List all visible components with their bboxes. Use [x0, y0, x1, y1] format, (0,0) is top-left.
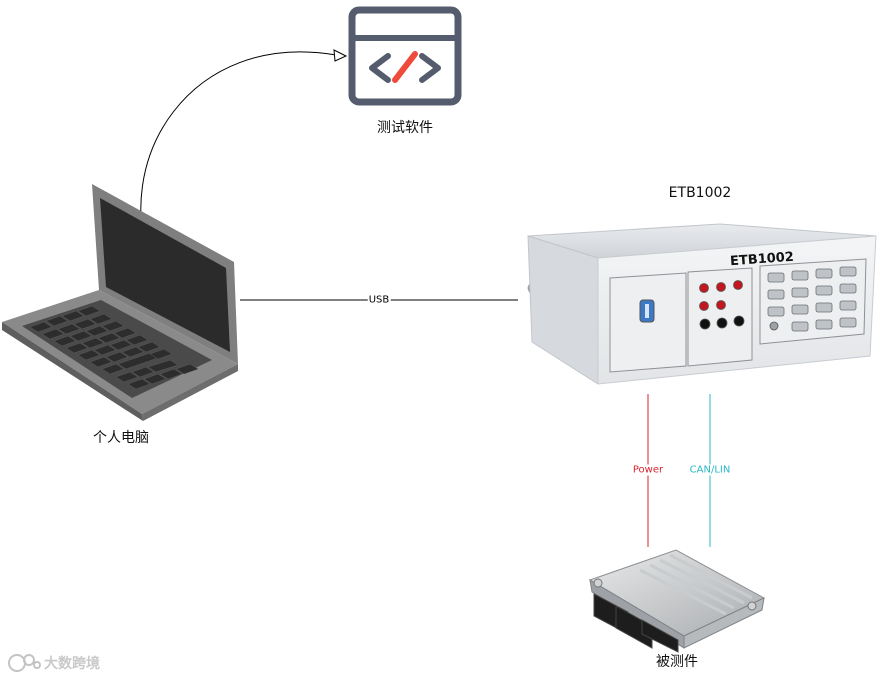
software-label: 测试软件 [377, 120, 433, 136]
ecu-module-icon [588, 549, 766, 653]
code-window-icon [348, 6, 462, 106]
watermark-text: 大数跨境 [44, 656, 100, 672]
laptop-icon [2, 184, 238, 421]
can-lin-label: CAN/LIN [688, 464, 732, 476]
watermark-logo-icon [8, 654, 41, 672]
device-title: ETB1002 [668, 185, 732, 201]
test-box-icon [527, 223, 877, 385]
dut-label: 被测件 [656, 654, 698, 670]
arrowhead-to-software-icon [333, 49, 348, 62]
laptop-label: 个人电脑 [93, 430, 149, 446]
usb-label: USB [367, 294, 391, 306]
power-label: Power [631, 464, 665, 476]
